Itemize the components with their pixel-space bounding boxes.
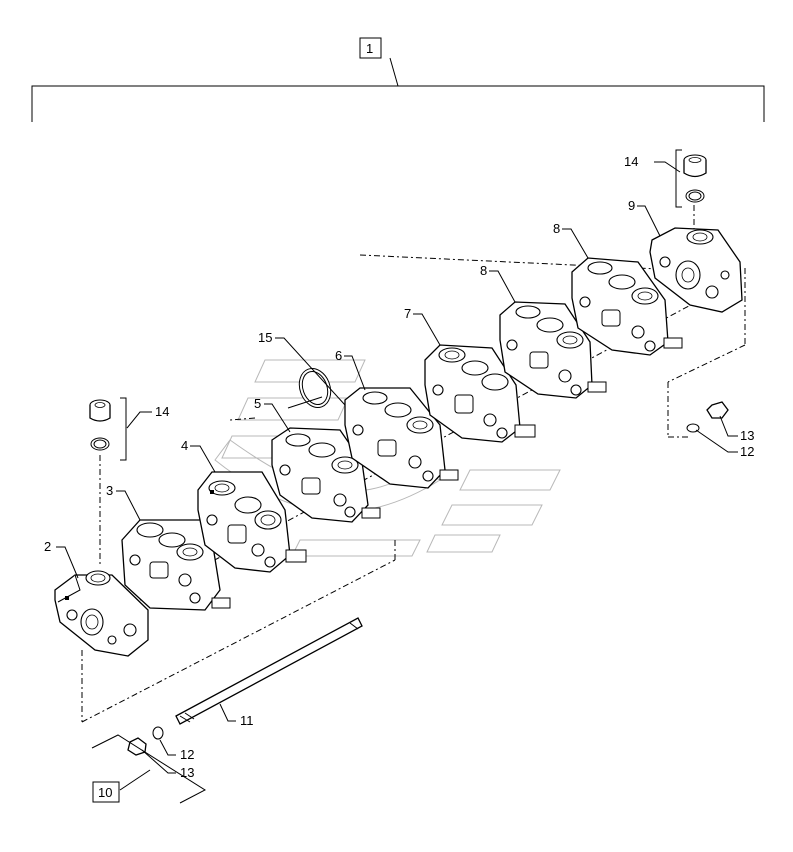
nut-washer-bottom bbox=[127, 726, 164, 756]
callout-box-1 bbox=[359, 37, 382, 59]
plug-left bbox=[89, 399, 111, 451]
outlet-end-cover bbox=[649, 227, 743, 313]
callout-5: 5 bbox=[254, 396, 261, 411]
valve-section-8-first bbox=[499, 301, 607, 399]
valve-section-7 bbox=[424, 344, 536, 443]
callout-15: 15 bbox=[258, 330, 272, 345]
assembly-bracket bbox=[31, 57, 765, 122]
callout-14-right: 14 bbox=[624, 154, 638, 169]
callout-12-right: 12 bbox=[740, 444, 754, 459]
valve-section-4 bbox=[197, 471, 307, 573]
valve-section-3 bbox=[121, 519, 231, 611]
valve-section-8-second bbox=[571, 257, 683, 356]
valve-section-6 bbox=[344, 387, 459, 489]
callout-3: 3 bbox=[106, 483, 113, 498]
tie-rod bbox=[175, 617, 363, 725]
callout-13-bottom: 13 bbox=[180, 765, 194, 780]
callout-2: 2 bbox=[44, 539, 51, 554]
callout-12-bottom: 12 bbox=[180, 747, 194, 762]
callout-6: 6 bbox=[335, 348, 342, 363]
plug-right bbox=[683, 154, 707, 203]
callout-7: 7 bbox=[404, 306, 411, 321]
callout-4: 4 bbox=[181, 438, 188, 453]
inlet-end-cover bbox=[54, 570, 149, 657]
callout-8-first: 8 bbox=[480, 263, 487, 278]
callout-8-second: 8 bbox=[553, 221, 560, 236]
kit-bracket bbox=[91, 734, 207, 804]
leader-lines bbox=[56, 149, 738, 774]
callout-11: 11 bbox=[240, 713, 254, 728]
valve-section-5 bbox=[271, 427, 381, 523]
callout-10: 10 bbox=[98, 785, 112, 800]
nut-washer-right bbox=[686, 401, 729, 433]
callout-box-10 bbox=[92, 781, 120, 803]
callout-9: 9 bbox=[628, 198, 635, 213]
callout-1: 1 bbox=[366, 41, 373, 56]
callout-13-right: 13 bbox=[740, 428, 754, 443]
callout-14-left: 14 bbox=[155, 404, 169, 419]
